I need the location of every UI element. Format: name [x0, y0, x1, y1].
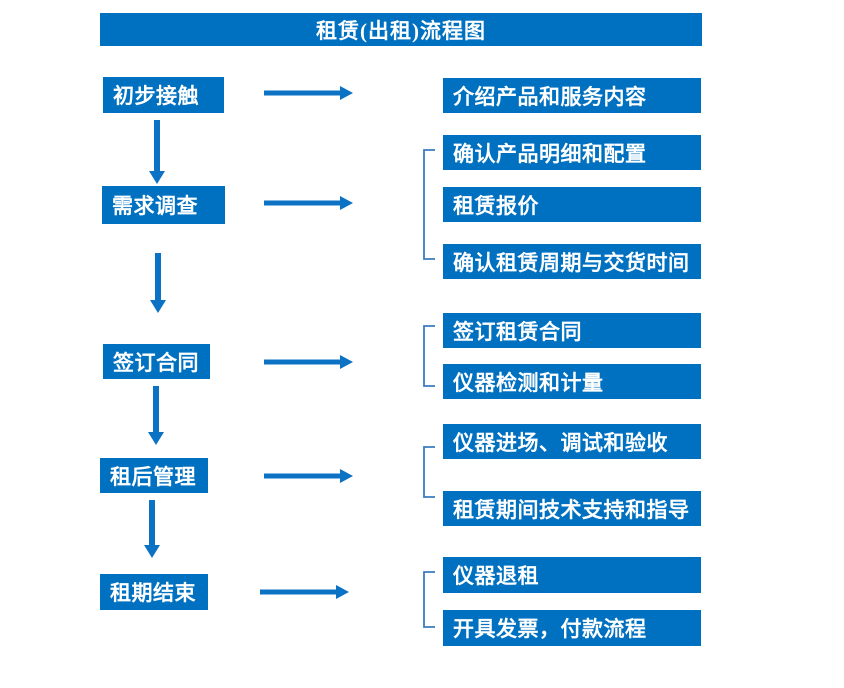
- step-post-rental-management: 租后管理: [100, 458, 208, 493]
- down-arrow-step2-step3: [150, 253, 166, 313]
- step-rental-end: 租期结束: [100, 574, 208, 610]
- right-arrow-step4: [264, 469, 353, 483]
- bracket-step5-outputs: [423, 571, 435, 628]
- step-demand-survey: 需求调查: [102, 186, 225, 224]
- output-confirm-product-details: 确认产品明细和配置: [443, 135, 701, 170]
- bracket-step4-outputs: [423, 446, 435, 498]
- down-arrow-step4-step5: [144, 500, 160, 558]
- right-arrow-step1: [264, 86, 353, 100]
- output-invoice-payment: 开具发票，付款流程: [443, 610, 701, 646]
- down-arrow-step3-step4: [148, 386, 164, 445]
- right-arrow-step3: [264, 355, 353, 369]
- step-initial-contact: 初步接触: [103, 77, 224, 113]
- output-instrument-testing-metering: 仪器检测和计量: [443, 364, 701, 399]
- output-rental-tech-support: 租赁期间技术支持和指导: [443, 491, 701, 526]
- bracket-step2-outputs: [423, 149, 435, 260]
- right-arrow-step5: [260, 585, 349, 599]
- bracket-step3-outputs: [423, 325, 435, 387]
- output-instrument-return: 仪器退租: [443, 557, 701, 593]
- flowchart-title: 租赁(出租)流程图: [100, 13, 702, 46]
- right-arrow-step2: [264, 196, 353, 210]
- step-sign-contract: 签订合同: [103, 344, 210, 379]
- output-introduce-products-services: 介绍产品和服务内容: [443, 78, 701, 113]
- output-rental-quotation: 租赁报价: [443, 187, 701, 222]
- output-sign-rental-contract: 签订租赁合同: [443, 313, 701, 348]
- output-confirm-period-delivery: 确认租赁周期与交货时间: [443, 244, 701, 279]
- output-instrument-entry-debug-acceptance: 仪器进场、调试和验收: [443, 424, 701, 459]
- down-arrow-step1-step2: [149, 120, 165, 184]
